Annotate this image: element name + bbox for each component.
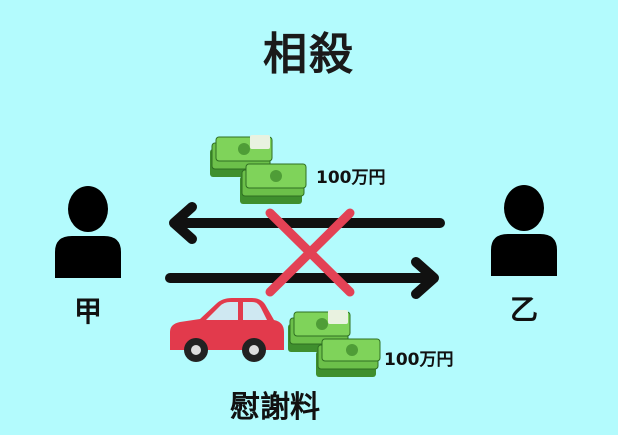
cash-stack-top-icon [210,135,307,204]
car-icon [170,298,284,362]
top-amount-label: 100万円 [316,168,386,188]
cash-stack-bottom-icon [288,310,381,377]
compensation-label: 慰謝料 [230,390,320,425]
party-b-label: 乙 [510,293,539,326]
person-a-icon [55,186,121,278]
arrow-to-b [165,257,439,299]
bottom-amount-label: 100万円 [384,350,454,370]
party-a-label: 甲 [74,295,103,328]
arrow-to-a [169,202,445,244]
person-b-icon [491,185,557,276]
page-title: 相殺 [263,29,355,80]
cross-mark-icon [265,208,355,297]
